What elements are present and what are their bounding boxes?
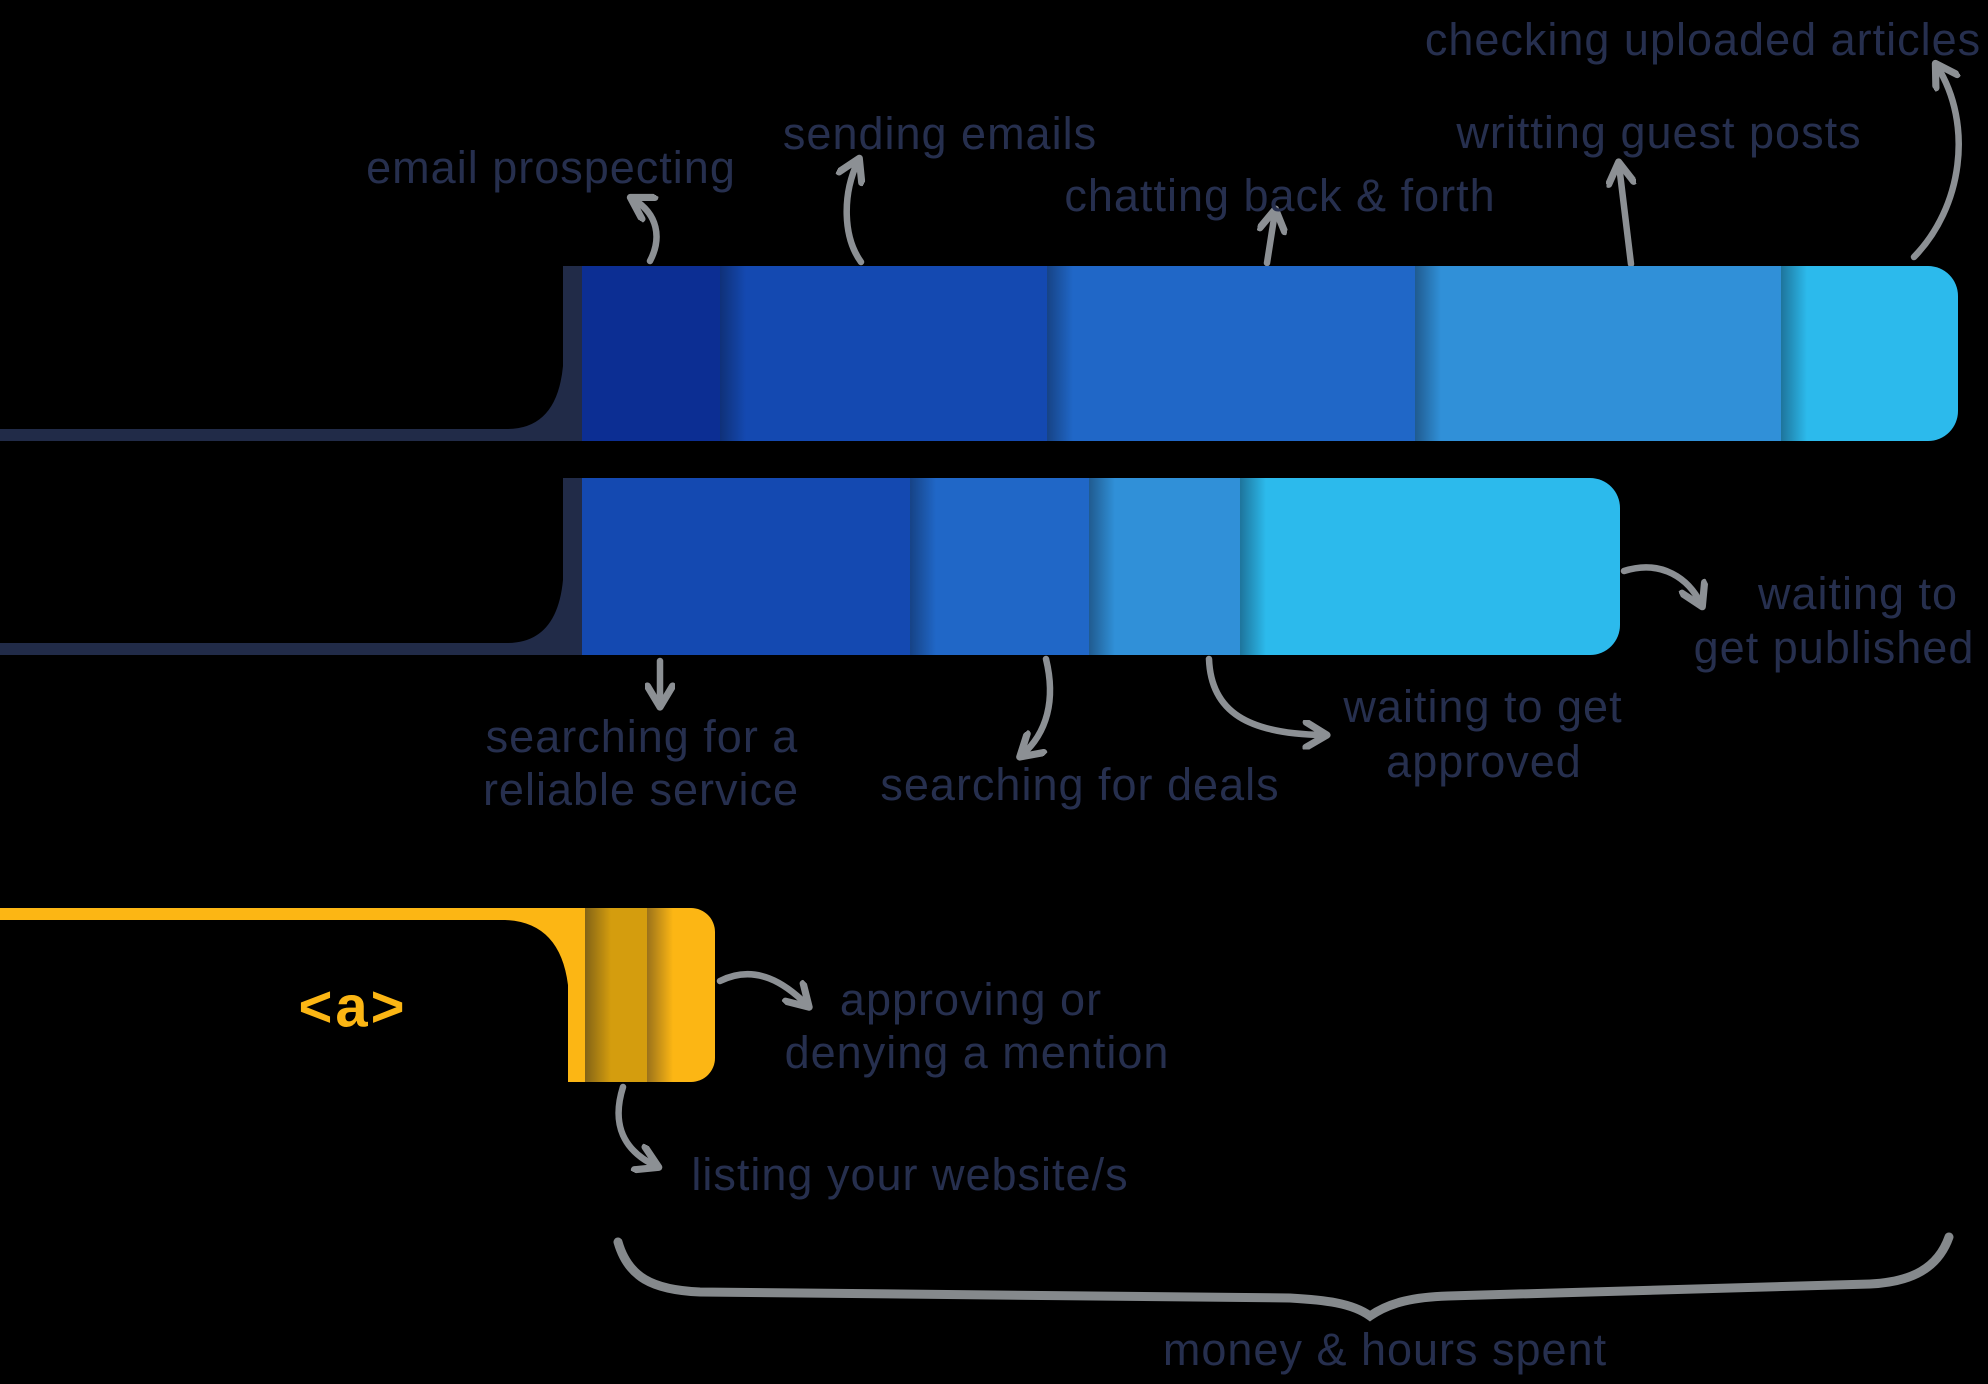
- brace-money-hours: [613, 1232, 1954, 1322]
- segment-searching-reliable-service: [582, 478, 910, 655]
- segment-cap-navy: [563, 478, 582, 655]
- label-sending-emails: sending emails: [782, 108, 1098, 159]
- arrow-checking-uploaded-articles: [1910, 66, 1962, 261]
- arrow-waiting-published: [1620, 564, 1701, 604]
- segment-checking-uploaded-articles: [1781, 266, 1958, 441]
- arrow-waiting-approved: [1205, 655, 1324, 735]
- arrow-listing-websites: [615, 1083, 656, 1166]
- segment-approving-denying: [647, 908, 715, 1082]
- arrow-chatting-back-forth: [1267, 212, 1275, 267]
- bar-link-tag-method: [568, 908, 715, 1082]
- label-email-prospecting: email prospecting: [366, 142, 736, 193]
- label-checking-uploaded-articles: checking uploaded articles: [1424, 14, 1982, 65]
- bar-buying-links-service: [563, 478, 1620, 655]
- arrow-searching-for-deals: [1022, 655, 1054, 755]
- segment-sending-emails: [720, 266, 1047, 441]
- segment-email-prospecting: [582, 266, 720, 441]
- segment-writting-guest-posts: [1415, 266, 1781, 441]
- bar-guest-posting-outreach: [563, 266, 1958, 441]
- label-waiting-published-line2: get published: [1693, 622, 1975, 673]
- label-searching-service-line2: reliable service: [482, 764, 800, 815]
- segment-waiting-published: [1240, 478, 1620, 655]
- label-waiting-approved-line2: approved: [1386, 736, 1582, 787]
- label-approving-line1: approving or: [839, 974, 1103, 1025]
- segment-cap-yellow: [568, 908, 585, 1082]
- arrow-approving-denying: [716, 970, 807, 1005]
- segment-chatting-back-forth: [1047, 266, 1415, 441]
- arrow-writting-guest-posts: [1619, 165, 1631, 268]
- label-listing-websites: listing your website/s: [691, 1149, 1129, 1200]
- link-tag-label: <a>: [298, 974, 408, 1040]
- label-searching-service-line1: searching for a: [485, 711, 799, 762]
- label-waiting-approved-line1: waiting to get: [1343, 681, 1623, 732]
- arrow-email-prospecting: [633, 199, 660, 265]
- arrow-sending-emails: [847, 161, 861, 266]
- label-waiting-published-line1: waiting to: [1757, 568, 1959, 619]
- label-searching-for-deals: searching for deals: [880, 759, 1280, 810]
- segment-searching-for-deals: [910, 478, 1089, 655]
- segment-listing-websites: [585, 908, 647, 1082]
- label-approving-line2: denying a mention: [784, 1027, 1170, 1078]
- label-writting-guest-posts: writting guest posts: [1456, 107, 1862, 158]
- segment-cap-navy: [563, 266, 582, 441]
- pipe-buying-links: [0, 580, 563, 655]
- label-chatting-back-forth: chatting back & forth: [1064, 170, 1496, 221]
- pipe-link-tag: [0, 908, 568, 985]
- label-money-hours-spent: money & hours spent: [1162, 1324, 1608, 1375]
- segment-waiting-approved: [1089, 478, 1240, 655]
- pipe-guest-posting: [0, 366, 563, 441]
